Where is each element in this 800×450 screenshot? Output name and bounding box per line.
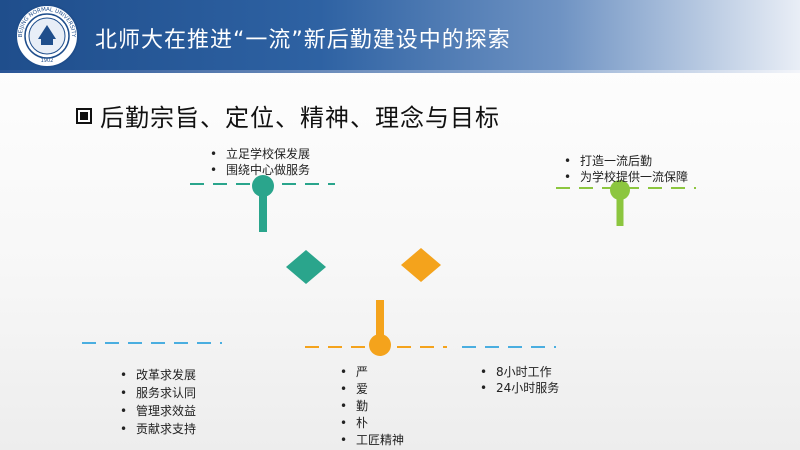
university-logo: BEIJING NORMAL UNIVERSITY 1902 — [15, 4, 79, 68]
list-item: 服务求认同 — [116, 384, 196, 402]
goal-list: 打造一流后勤 为学校提供一流保障 — [560, 153, 688, 185]
list-item: 管理求效益 — [116, 402, 196, 420]
list-item: 8小时工作 — [476, 364, 559, 380]
spirit-list: 严 爱 勤 朴 工匠精神 — [336, 364, 404, 449]
list-item: 工匠精神 — [336, 432, 404, 449]
header-bar — [0, 0, 800, 72]
list-item: 立足学校保发展 — [206, 146, 310, 162]
header-divider — [0, 70, 800, 73]
page-title: 北师大在推进“一流”新后勤建设中的探索 — [95, 28, 511, 53]
orange-diamond — [401, 248, 441, 282]
list-item: 为学校提供一流保障 — [560, 169, 688, 185]
list-item: 打造一流后勤 — [560, 153, 688, 169]
list-item: 贡献求支持 — [116, 420, 196, 438]
bullet-square-icon — [76, 108, 92, 124]
list-item: 严 — [336, 364, 404, 381]
list-item: 改革求发展 — [116, 366, 196, 384]
purpose-list: 立足学校保发展 围绕中心做服务 — [206, 146, 310, 178]
idea-list: 8小时工作 24小时服务 — [476, 364, 559, 396]
list-item: 24小时服务 — [476, 380, 559, 396]
list-item: 围绕中心做服务 — [206, 162, 310, 178]
teal-node — [252, 175, 274, 197]
position-list: 改革求发展 服务求认同 管理求效益 贡献求支持 — [116, 366, 196, 438]
orange-node — [369, 334, 391, 356]
list-item: 朴 — [336, 415, 404, 432]
logo-year: 1902 — [41, 58, 54, 64]
green-node — [610, 180, 630, 200]
list-item: 勤 — [336, 398, 404, 415]
teal-diamond — [286, 250, 326, 284]
list-item: 爱 — [336, 381, 404, 398]
section-title: 后勤宗旨、定位、精神、理念与目标 — [100, 104, 500, 132]
